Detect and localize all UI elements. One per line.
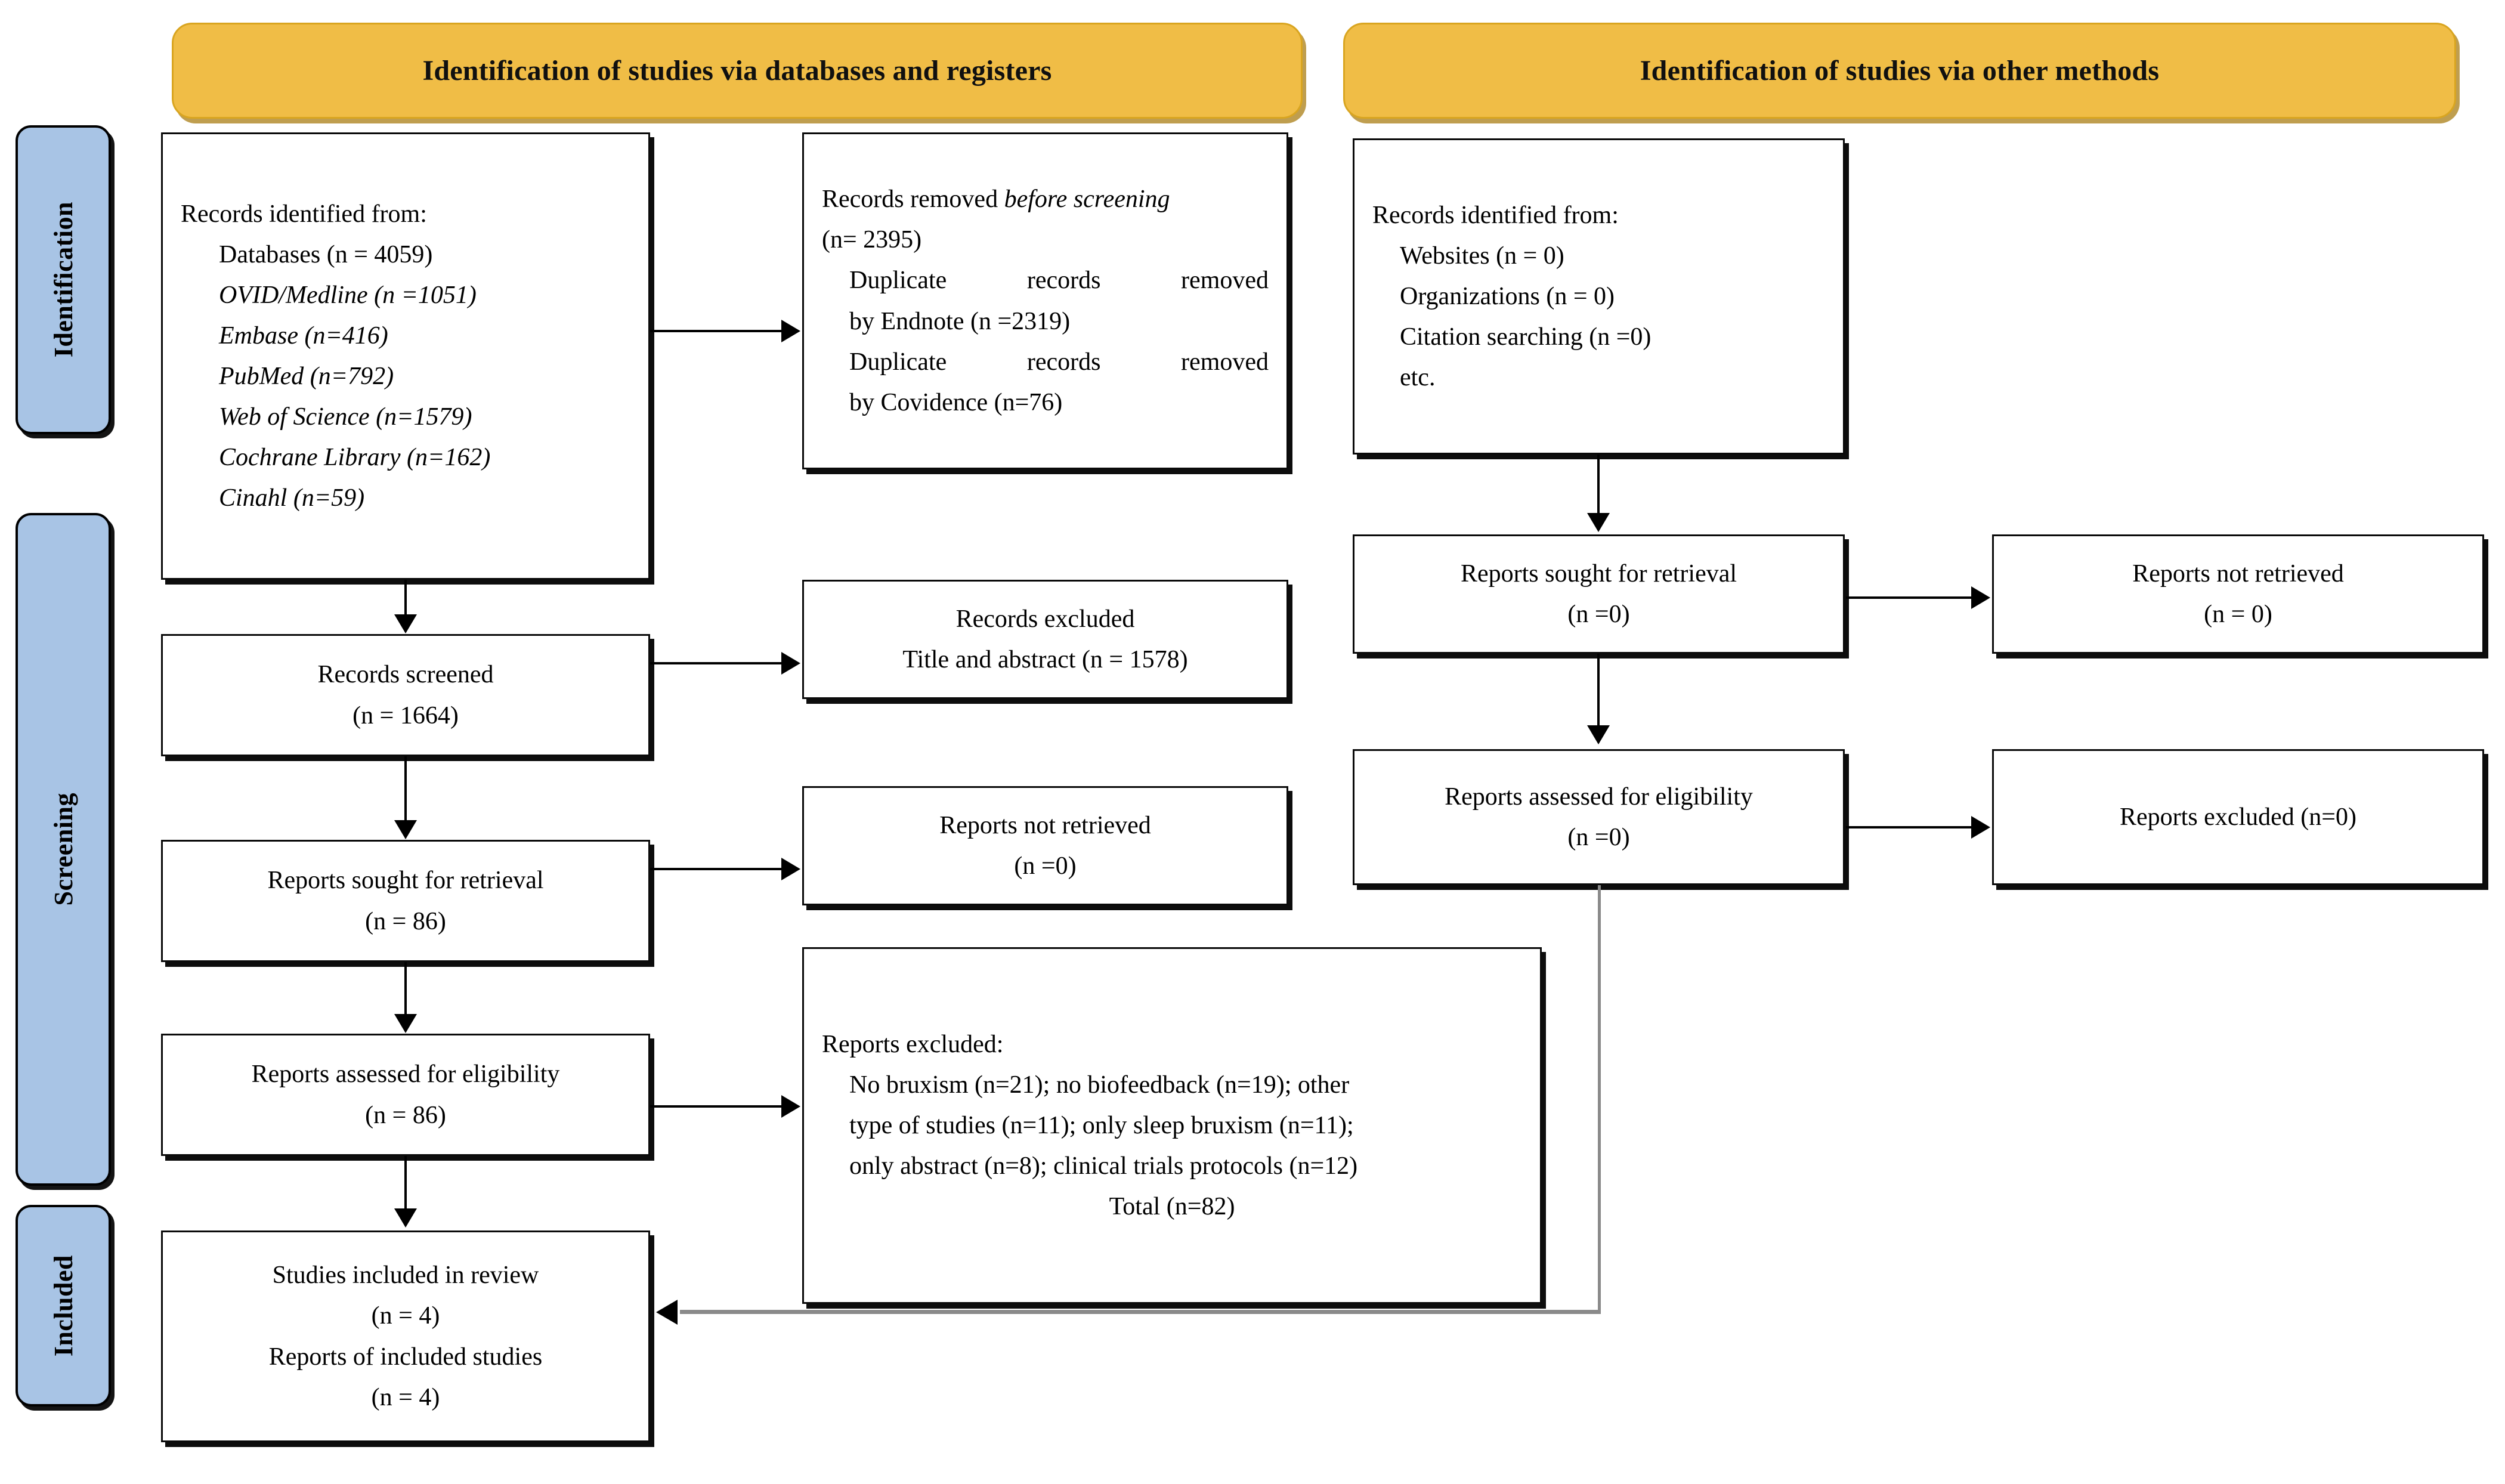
arrowhead-assessed-to-studies-included <box>394 1208 417 1228</box>
arrowhead-screened-to-excluded <box>781 652 800 675</box>
connector-identified-to-screened <box>404 580 407 617</box>
stage-label-identification-text: Identification <box>48 202 78 358</box>
connector-sought-to-assessed <box>404 962 407 1016</box>
records-identified-source-pubmed: PubMed (n=792) <box>219 363 394 390</box>
box-records-removed-before-screening: Records removed before screening (n= 239… <box>802 132 1288 469</box>
records-identified-title: Records identified from: <box>181 200 427 228</box>
connector-identified-to-removed <box>650 330 783 332</box>
box-records-excluded: Records excluded Title and abstract (n =… <box>802 580 1288 699</box>
stage-label-screening: Screening <box>16 513 111 1186</box>
reports-excluded-title: Reports excluded: <box>822 1030 1004 1058</box>
arrowhead-other-assessed-to-excluded <box>1971 816 1990 839</box>
other-reports-sought-title: Reports sought for retrieval <box>1460 559 1737 588</box>
records-identified-databases: Databases (n = 4059) <box>219 240 433 268</box>
records-identified-source-embase: Embase (n=416) <box>219 321 388 350</box>
reports-assessed-title: Reports assessed for eligibility <box>251 1061 560 1089</box>
records-removed-title-normal: Records removed <box>822 186 1004 214</box>
other-reports-not-retrieved-count: (n = 0) <box>2204 601 2272 628</box>
reports-excluded-reason-line-1: No bruxism (n=21); no biofeedback (n=19)… <box>849 1071 1350 1099</box>
banner-databases-registers: Identification of studies via databases … <box>172 23 1303 119</box>
records-excluded-title: Records excluded <box>955 605 1135 633</box>
records-removed-count: (n= 2395) <box>822 226 922 254</box>
box-records-identified-databases: Records identified from: Databases (n = … <box>161 132 650 580</box>
arrowhead-identified-to-screened <box>394 614 417 633</box>
other-records-source-etc: etc. <box>1400 364 1436 392</box>
connector-sought-to-not-retrieved <box>650 868 783 870</box>
connector-other-sought-to-not-retrieved <box>1846 596 1974 599</box>
reports-sought-title: Reports sought for retrieval <box>267 867 544 895</box>
records-removed-title: Records removed before screening <box>822 179 1269 219</box>
connector-screened-to-reports-sought <box>404 756 407 822</box>
arrowhead-other-identified-to-sought <box>1587 513 1610 532</box>
reports-excluded-reason-line-2: type of studies (n=11); only sleep bruxi… <box>849 1111 1354 1139</box>
connector-screened-to-excluded <box>650 662 783 664</box>
connector-other-assessed-to-included-vertical <box>1598 885 1601 1313</box>
connector-other-sought-to-assessed <box>1597 654 1600 726</box>
other-reports-assessed-count: (n =0) <box>1567 824 1630 851</box>
banner-other-methods: Identification of studies via other meth… <box>1343 23 2456 119</box>
box-reports-assessed-eligibility: Reports assessed for eligibility (n = 86… <box>161 1034 650 1156</box>
other-records-source-organizations: Organizations (n = 0) <box>1400 282 1615 310</box>
stage-label-included: Included <box>16 1205 111 1406</box>
connector-other-assessed-to-included-horizontal <box>680 1310 1601 1314</box>
records-identified-source-cinahl: Cinahl (n=59) <box>219 484 365 512</box>
box-studies-included-in-review: Studies included in review (n = 4) Repor… <box>161 1231 650 1442</box>
other-reports-sought-count: (n =0) <box>1567 601 1630 628</box>
arrowhead-other-assessed-to-included <box>656 1300 678 1325</box>
records-identified-source-ovid: OVID/Medline (n =1051) <box>219 281 477 309</box>
reports-excluded-reason-line-3: only abstract (n=8); clinical trials pro… <box>849 1152 1358 1180</box>
studies-included-count: (n = 4) <box>371 1302 440 1330</box>
records-identified-source-cochrane: Cochrane Library (n=162) <box>219 444 491 472</box>
records-removed-endnote-line1: Duplicate records removed <box>849 267 1269 295</box>
reports-not-retrieved-count: (n =0) <box>1014 852 1077 880</box>
connector-assessed-to-reports-excluded <box>650 1105 783 1108</box>
stage-label-identification: Identification <box>16 125 111 434</box>
box-reports-sought-retrieval: Reports sought for retrieval (n = 86) <box>161 840 650 962</box>
arrowhead-other-sought-to-assessed <box>1587 725 1610 744</box>
reports-of-included-studies-title: Reports of included studies <box>268 1343 543 1371</box>
records-screened-title: Records screened <box>317 661 494 689</box>
records-removed-covidence-line2: by Covidence (n=76) <box>849 388 1063 416</box>
box-reports-excluded-reasons: Reports excluded: No bruxism (n=21); no … <box>802 947 1542 1304</box>
reports-sought-count: (n = 86) <box>365 907 446 935</box>
arrowhead-sought-to-not-retrieved <box>781 858 800 880</box>
other-reports-assessed-title: Reports assessed for eligibility <box>1445 783 1753 811</box>
records-identified-source-wos: Web of Science (n=1579) <box>219 403 472 431</box>
connector-other-assessed-to-excluded <box>1846 826 1974 828</box>
box-records-identified-other-methods: Records identified from: Websites (n = 0… <box>1353 138 1845 455</box>
box-records-screened: Records screened (n = 1664) <box>161 634 650 756</box>
arrowhead-assessed-to-reports-excluded <box>781 1095 800 1118</box>
arrowhead-other-sought-to-not-retrieved <box>1971 586 1990 609</box>
banner-databases-registers-text: Identification of studies via databases … <box>422 55 1052 86</box>
box-other-reports-sought-retrieval: Reports sought for retrieval (n =0) <box>1353 534 1845 654</box>
connector-other-identified-to-sought <box>1597 455 1600 514</box>
records-excluded-detail: Title and abstract (n = 1578) <box>902 646 1188 673</box>
stage-label-screening-text: Screening <box>48 793 78 906</box>
box-reports-not-retrieved: Reports not retrieved (n =0) <box>802 786 1288 905</box>
other-records-source-websites: Websites (n = 0) <box>1400 242 1564 270</box>
other-reports-excluded-title: Reports excluded (n=0) <box>2120 803 2356 831</box>
other-reports-not-retrieved-title: Reports not retrieved <box>2132 559 2344 588</box>
studies-included-title: Studies included in review <box>272 1262 539 1290</box>
arrowhead-screened-to-reports-sought <box>394 820 417 839</box>
reports-not-retrieved-title: Reports not retrieved <box>939 811 1151 839</box>
reports-assessed-count: (n = 86) <box>365 1101 446 1129</box>
connector-assessed-to-studies-included <box>404 1156 407 1211</box>
arrowhead-identified-to-removed <box>781 320 800 342</box>
other-records-identified-title: Records identified from: <box>1372 201 1619 229</box>
box-other-reports-excluded: Reports excluded (n=0) <box>1992 749 2484 885</box>
records-removed-endnote-line2: by Endnote (n =2319) <box>849 307 1071 335</box>
reports-excluded-total: Total (n=82) <box>1109 1193 1235 1221</box>
stage-label-included-text: Included <box>48 1254 78 1357</box>
records-removed-covidence-line1: Duplicate records removed <box>849 348 1269 376</box>
box-other-reports-assessed-eligibility: Reports assessed for eligibility (n =0) <box>1353 749 1845 885</box>
banner-other-methods-text: Identification of studies via other meth… <box>1640 55 2160 86</box>
other-records-source-citation-searching: Citation searching (n =0) <box>1400 323 1652 351</box>
arrowhead-sought-to-assessed <box>394 1014 417 1033</box>
records-removed-title-italic: before screening <box>1004 186 1170 214</box>
records-screened-count: (n = 1664) <box>352 701 459 729</box>
reports-of-included-studies-count: (n = 4) <box>371 1383 440 1411</box>
box-other-reports-not-retrieved: Reports not retrieved (n = 0) <box>1992 534 2484 654</box>
